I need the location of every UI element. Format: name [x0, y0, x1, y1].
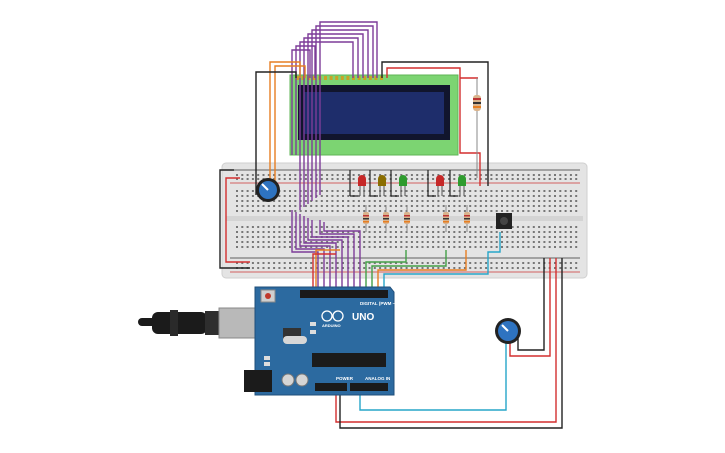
potentiometer-input[interactable]: [495, 318, 521, 344]
power-wires: [335, 258, 563, 429]
arduino-logo-text: ARDUINO: [322, 323, 341, 328]
uno-label: UNO: [352, 312, 374, 323]
digital-header: [300, 290, 388, 298]
rail-wires-left: [219, 169, 250, 269]
lcd-wires: [255, 21, 489, 210]
resistor-2[interactable]: [383, 205, 389, 232]
resistor-4[interactable]: [443, 205, 449, 232]
arduino-wires: [291, 210, 501, 295]
power-jack: [244, 370, 272, 392]
arduino-logo-icon: [321, 310, 344, 322]
usb-cable[interactable]: [138, 307, 276, 339]
lcd-screen: [304, 92, 444, 134]
led-4[interactable]: [427, 170, 444, 197]
led-3[interactable]: [390, 170, 407, 197]
microcontroller-chip: [312, 353, 386, 367]
led-1[interactable]: [349, 170, 366, 197]
breadboard-holes: [236, 174, 578, 269]
resistor-1[interactable]: [363, 205, 369, 232]
backlight-resistor[interactable]: [473, 78, 481, 178]
led-5[interactable]: [449, 170, 466, 197]
resistor-5[interactable]: [464, 205, 470, 232]
resistor-3[interactable]: [404, 205, 410, 232]
breadboard-resistors: [363, 205, 470, 232]
led-2[interactable]: [369, 170, 386, 197]
potentiometer-contrast[interactable]: [256, 178, 280, 202]
analog-header: [350, 383, 388, 391]
power-header: [315, 383, 347, 391]
analog-label: ANALOG IN: [365, 376, 390, 381]
lcd-display[interactable]: [289, 74, 459, 156]
arduino-uno-board[interactable]: DIGITAL (PWM ~) POWER ANALOG IN ARDUINO …: [244, 286, 397, 396]
led-group: [349, 170, 466, 197]
crystal: [283, 336, 307, 344]
power-label: POWER: [336, 376, 354, 381]
digital-label: DIGITAL (PWM ~): [360, 301, 397, 306]
pushbutton[interactable]: [496, 213, 512, 229]
